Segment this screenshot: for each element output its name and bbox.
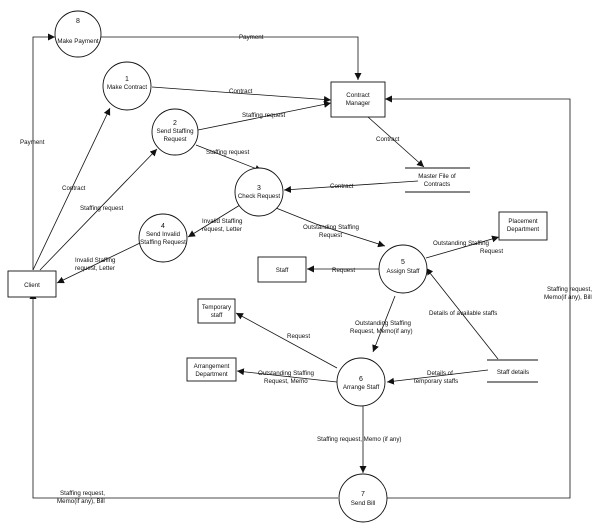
- svg-text:7: 7: [361, 491, 365, 498]
- flow-label-p2-manager: Staffing request: [242, 112, 286, 119]
- flow-label-client-p1: Contract: [62, 185, 86, 192]
- flow-label-p7-manager: Staffing request,Memo(if any), Bill: [544, 286, 592, 301]
- process-6-arrange-staff: 6 Arrange Staff: [336, 357, 386, 407]
- flow-label-client-p8: Payment: [20, 139, 45, 146]
- flow-client-to-p2: [39, 148, 158, 271]
- flow-p2-to-manager: [197, 100, 332, 131]
- flow-label-p8-manager: Payment: [239, 34, 264, 41]
- flow-label-p7-client: Staffing request,Memo(if any), Bill: [57, 490, 105, 505]
- flow-p1-to-manager: [151, 86, 332, 103]
- svg-text:6: 6: [359, 376, 363, 383]
- flow-label-p6-temp: Request: [287, 333, 310, 340]
- flow-label-master-p3: Contract: [330, 183, 354, 190]
- svg-text:Client: Client: [24, 282, 40, 289]
- svg-text:Make Contract: Make Contract: [107, 84, 148, 91]
- svg-text:Send Bill: Send Bill: [351, 500, 375, 507]
- flow-client-to-p1: [32, 107, 111, 271]
- flow-p6-to-arrange: [236, 368, 338, 383]
- flow-master-to-p3: [283, 180, 419, 194]
- flow-label-details-p5: Details of available staffs: [429, 310, 497, 317]
- flow-client-to-p8: [32, 33, 55, 270]
- svg-text:Assign Staff: Assign Staff: [387, 268, 420, 275]
- process-1-make-contract: 1 Make Contract: [102, 61, 152, 111]
- flow-details-to-p6: [386, 369, 489, 385]
- flow-p8-to-manager: [101, 36, 362, 80]
- entity-staff: Staff: [257, 256, 307, 283]
- svg-text:1: 1: [125, 76, 129, 83]
- svg-text:Make Payment: Make Payment: [57, 38, 99, 45]
- flow-p6-to-temp: [235, 312, 338, 369]
- svg-text:Staff: Staff: [276, 267, 289, 274]
- process-8-make-payment: 8 Make Payment: [54, 10, 102, 58]
- flow-details-to-p5: [425, 267, 499, 360]
- flow-label-p6-p7: Staffing request, Memo (if any): [317, 436, 402, 443]
- process-3-check-request: 3 Check Request: [234, 167, 284, 217]
- flow-label-p1-manager: Contract: [229, 88, 253, 95]
- flow-p5-to-placement: [425, 235, 500, 259]
- process-7-send-bill: 7 Send Bill: [338, 473, 388, 523]
- store-staff-details: Staff details: [487, 359, 538, 383]
- flow-label-p5-staff: Request: [332, 267, 355, 274]
- flow-p5-to-p6: [372, 295, 396, 353]
- flow-p2-to-p3: [195, 144, 263, 172]
- svg-text:5: 5: [401, 259, 405, 266]
- flow-label-p2-p3: Staffing request: [206, 149, 250, 156]
- svg-text:Staff details: Staff details: [497, 369, 529, 376]
- entity-client: Client: [7, 270, 57, 298]
- flow-p3-to-p5: [275, 207, 386, 248]
- flow-label-client-p2: Staffing request: [80, 205, 124, 212]
- svg-text:8: 8: [76, 18, 80, 25]
- svg-text:2: 2: [173, 120, 177, 127]
- flow-p4-to-client: [56, 242, 141, 284]
- flow-p3-to-p4: [187, 204, 241, 238]
- svg-text:3: 3: [257, 185, 261, 192]
- flow-manager-to-master: [367, 116, 425, 168]
- flow-p7-to-manager: [385, 95, 571, 499]
- process-5-assign-staff: 5 Assign Staff: [378, 244, 428, 294]
- svg-text:4: 4: [161, 223, 165, 230]
- flow-p7-to-client: [29, 292, 338, 499]
- svg-text:Arrange Staff: Arrange Staff: [343, 384, 380, 391]
- svg-text:Check Request: Check Request: [238, 193, 281, 200]
- flow-label-manager-master: Contract: [376, 136, 400, 143]
